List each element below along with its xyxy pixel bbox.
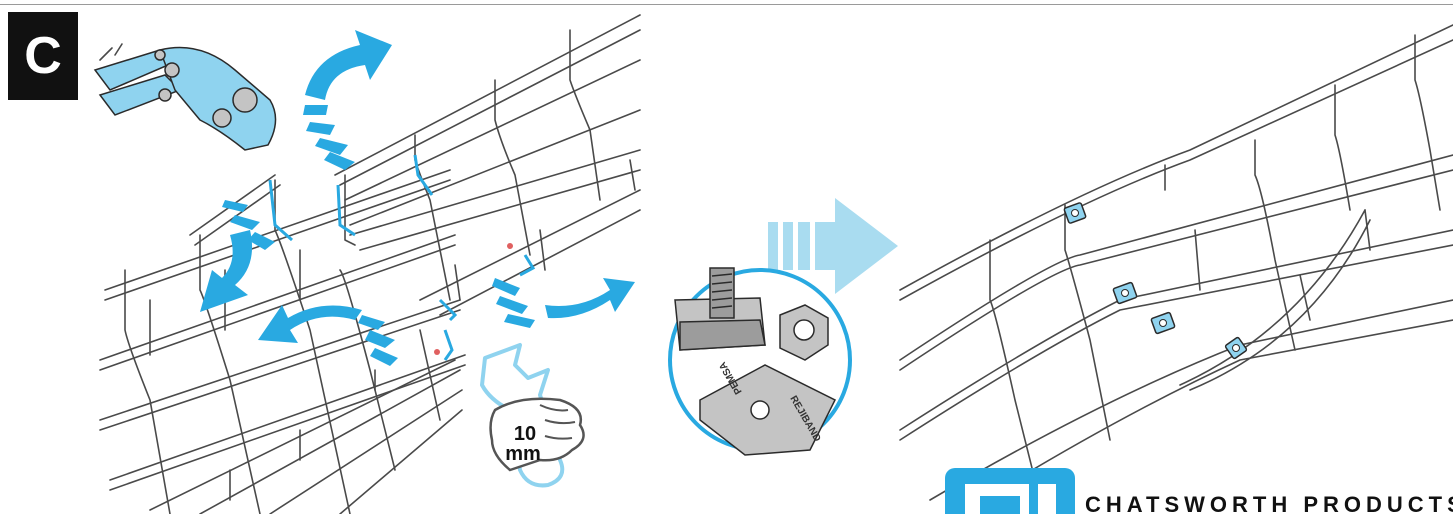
arrow-bottom-right <box>545 278 635 318</box>
clamp-hardware-detail: PEMSA REJIBAND <box>670 268 850 455</box>
brand-logo: CHATSWORTH PRODUCTS <box>945 468 1453 514</box>
arrow-left-down <box>200 230 252 312</box>
wrench-icon: 10 mm <box>482 345 584 485</box>
wire-tray-assembled <box>900 25 1453 514</box>
installed-clamp-icon <box>1113 282 1137 304</box>
wire-tray-left <box>100 170 465 514</box>
bolt-cutter-icon <box>95 44 276 150</box>
wrench-size-unit: mm <box>505 443 541 465</box>
arrow-top <box>305 30 392 100</box>
brand-name: CHATSWORTH PRODUCTS <box>1085 492 1453 514</box>
installed-clamp-icon <box>1225 337 1247 359</box>
wrench-size-value: 10 <box>514 423 536 445</box>
installed-clamp-icon <box>1151 312 1175 334</box>
